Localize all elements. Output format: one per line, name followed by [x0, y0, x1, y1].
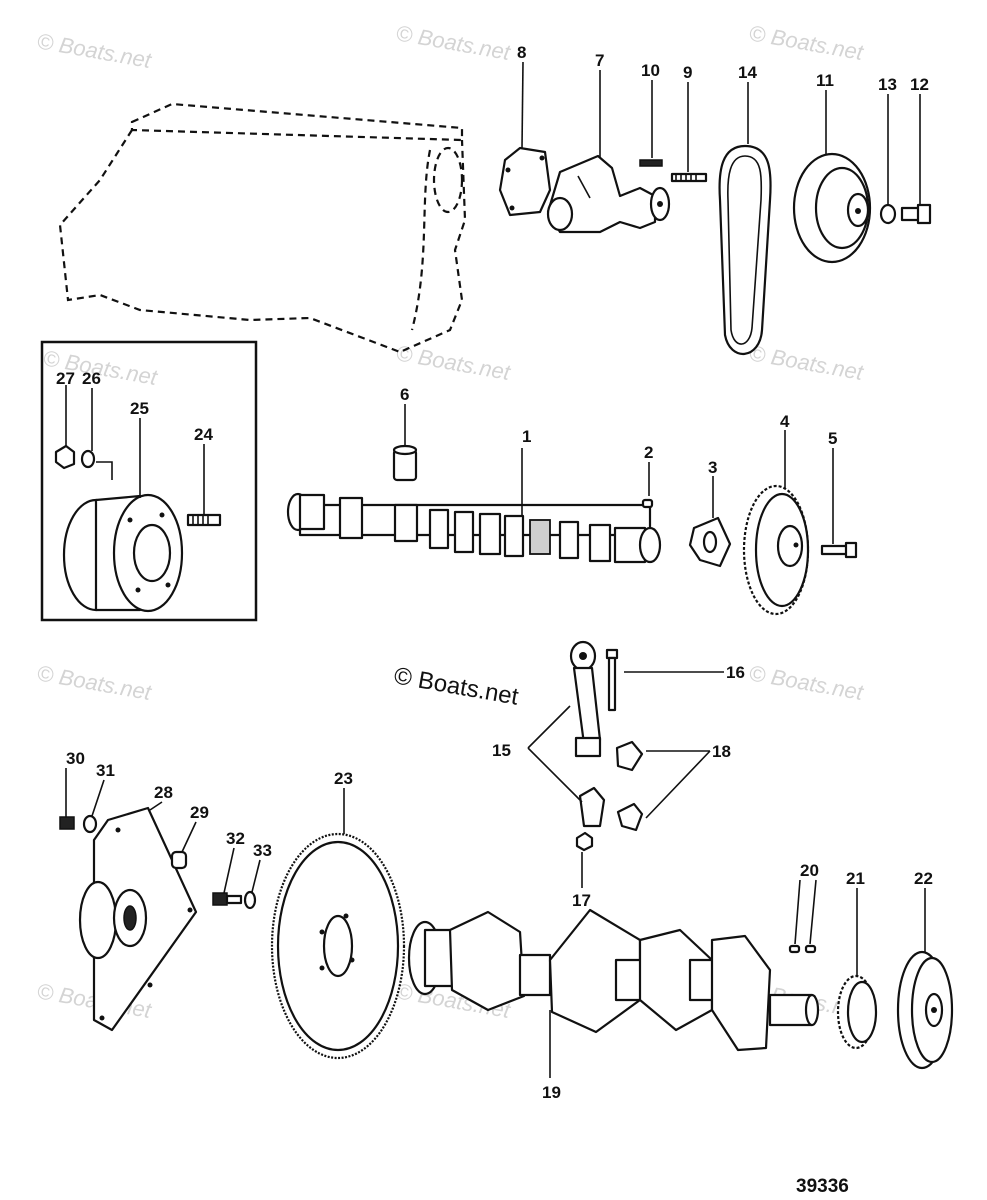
callout-24: 24 — [194, 425, 213, 444]
callout-26: 26 — [82, 369, 101, 388]
callout-22: 22 — [914, 869, 933, 888]
callout-25: 25 — [130, 399, 149, 418]
watermark: © Boats.net — [747, 340, 866, 385]
pump-bolt — [639, 159, 663, 167]
cam-key — [641, 498, 654, 509]
pulley-bolt — [900, 203, 932, 225]
callout-13: 13 — [878, 75, 897, 94]
harmonic-balancer — [896, 950, 954, 1070]
watermark: © Boats.net — [747, 660, 866, 705]
callout-33: 33 — [253, 841, 272, 860]
water-pump — [546, 154, 671, 234]
flywheel-bolt — [212, 892, 243, 906]
inset-stud — [186, 513, 222, 527]
watermark: © Boats.net — [35, 28, 154, 73]
crankshaft-gear — [836, 974, 878, 1050]
cam-gear-bolt — [820, 541, 858, 559]
rod-bearing — [615, 740, 644, 832]
callout-15: 15 — [492, 741, 511, 760]
callout-21: 21 — [846, 869, 865, 888]
callout-31: 31 — [96, 761, 115, 780]
watermark: © Boats.net — [35, 660, 154, 705]
crankshaft — [407, 908, 820, 1052]
callout-20: 20 — [800, 861, 819, 880]
water-pump-pulley — [792, 152, 872, 264]
callout-28: 28 — [154, 783, 173, 802]
watermark: © Boats.net — [394, 20, 513, 65]
callout-9: 9 — [683, 63, 692, 82]
watermark: © Boats.net — [394, 340, 513, 385]
callout-23: 23 — [334, 769, 353, 788]
dowel-pin — [170, 850, 188, 870]
callout-19: 19 — [542, 1083, 561, 1102]
valve-lifter — [392, 444, 418, 482]
housing-washer — [82, 814, 98, 834]
callout-labels: 1 2 3 4 5 6 7 8 9 10 11 12 13 14 15 16 1… — [56, 43, 933, 1102]
callout-5: 5 — [828, 429, 837, 448]
callout-27: 27 — [56, 369, 75, 388]
flywheel-housing — [78, 806, 198, 1032]
thrust-plate — [688, 516, 732, 568]
callout-17: 17 — [572, 891, 591, 910]
drive-belt — [718, 144, 772, 355]
camshaft-gear — [742, 484, 810, 616]
pulley-washer — [879, 203, 897, 225]
flywheel-washer — [243, 890, 257, 910]
inset-washer — [80, 449, 96, 469]
inset-hub — [62, 493, 184, 613]
callout-4: 4 — [780, 412, 790, 431]
crank-key — [788, 944, 817, 954]
gasket — [498, 146, 552, 217]
callout-10: 10 — [641, 61, 660, 80]
rod-bolt — [605, 648, 619, 712]
inset-box — [40, 340, 258, 622]
callout-7: 7 — [595, 51, 604, 70]
callout-2: 2 — [644, 443, 653, 462]
callout-3: 3 — [708, 458, 717, 477]
connecting-rod — [569, 640, 602, 758]
watermark: © Boats.net — [747, 20, 866, 65]
rod-nut — [575, 831, 594, 852]
figure-number: 39336 — [796, 1176, 849, 1197]
pump-stud — [670, 172, 708, 183]
callout-29: 29 — [190, 803, 209, 822]
callout-11: 11 — [816, 71, 834, 90]
callout-18: 18 — [712, 742, 731, 761]
callout-14: 14 — [738, 63, 757, 82]
flywheel — [270, 832, 406, 1060]
center-watermark: © Boats.net — [392, 662, 521, 710]
callout-1: 1 — [522, 427, 531, 446]
housing-bolt — [59, 816, 75, 830]
callout-6: 6 — [400, 385, 409, 404]
engine-block-outline — [58, 102, 467, 354]
callout-30: 30 — [66, 749, 85, 768]
inset-nut — [54, 444, 76, 470]
callout-12: 12 — [910, 75, 929, 94]
camshaft — [286, 492, 662, 564]
callout-8: 8 — [517, 43, 526, 62]
leader-lines — [65, 61, 926, 1078]
rod-cap — [578, 786, 606, 828]
callout-32: 32 — [226, 829, 245, 848]
callout-16: 16 — [726, 663, 745, 682]
